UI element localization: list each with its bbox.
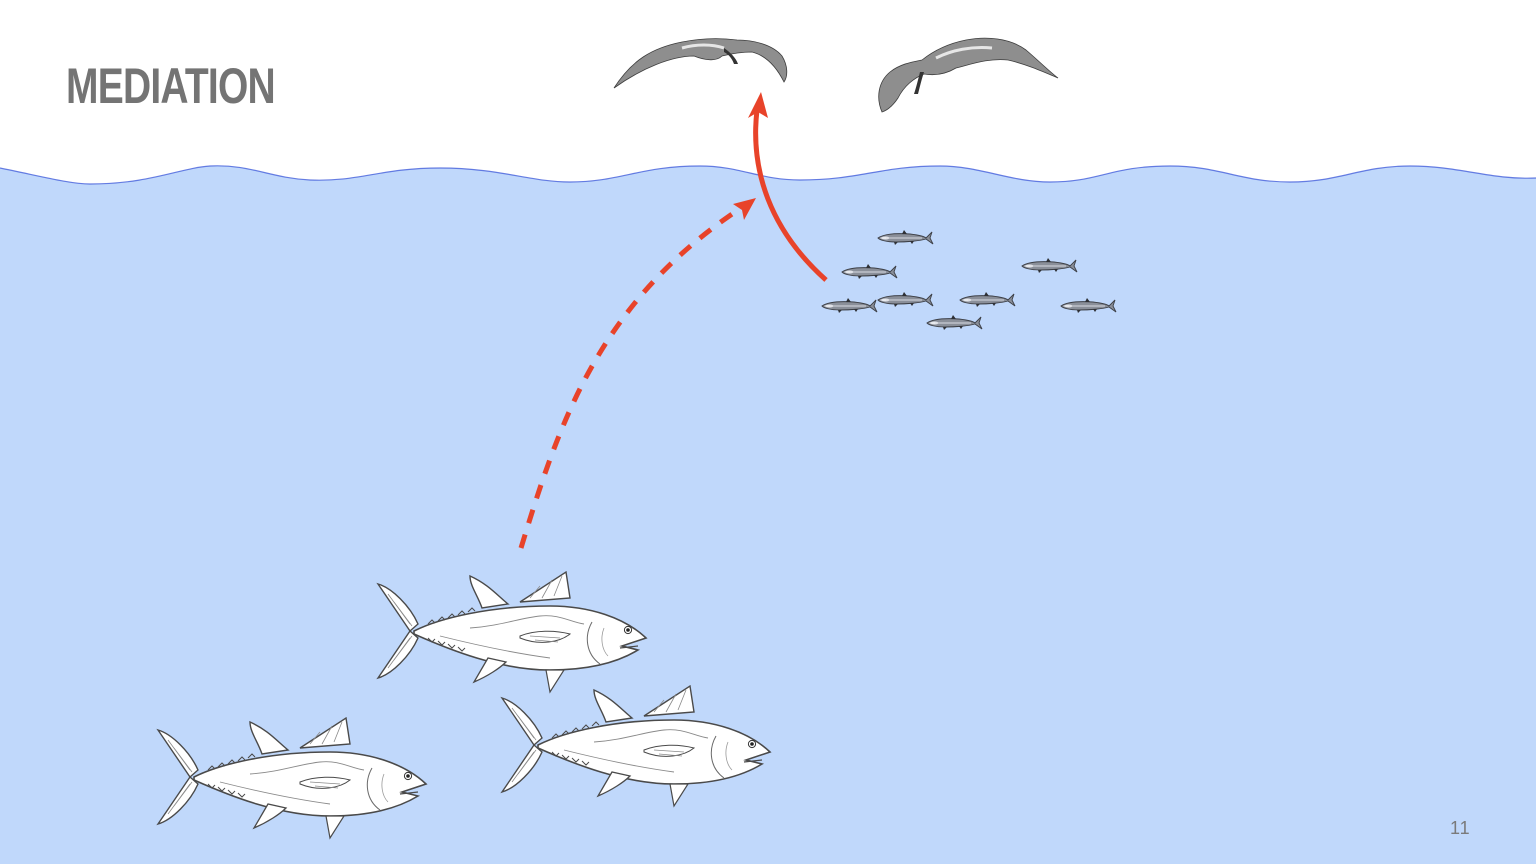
direct-effect-arrow [753, 109, 828, 282]
seabird-icon [613, 38, 788, 89]
slide-title: MEDIATION [66, 58, 276, 114]
page-number: 11 [1450, 818, 1471, 838]
direct-arrowhead-icon [748, 92, 768, 118]
indirect-effect-arrow [518, 203, 746, 549]
seabird-icon [878, 37, 1059, 113]
indirect-arrowhead-icon [733, 198, 756, 220]
water [0, 165, 1536, 864]
